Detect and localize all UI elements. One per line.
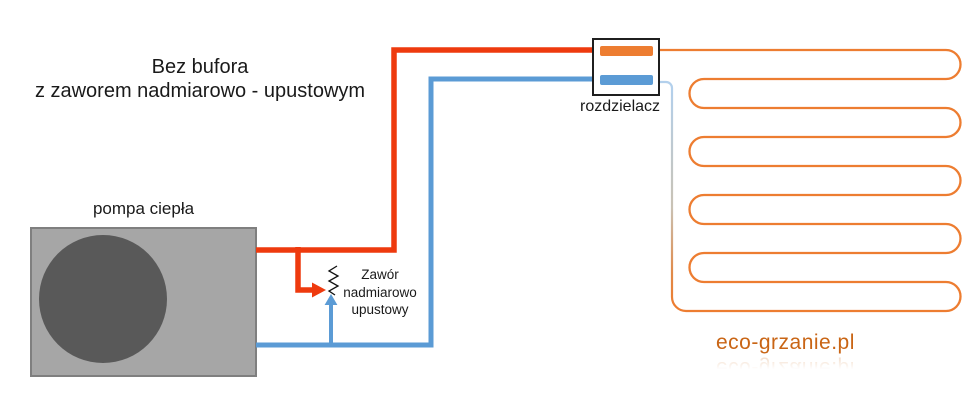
relief-valve-blue-arrowhead-icon <box>324 294 338 305</box>
manifold-supply-bar <box>600 46 653 56</box>
watermark-reflection: eco-grzanie.pl <box>716 357 855 380</box>
supply-pipe-red <box>256 47 593 253</box>
relief-valve-label-line-2: nadmiarowo <box>343 284 417 300</box>
relief-valve-label-line-1: Zawór <box>361 267 399 282</box>
relief-valve-branch-red <box>295 247 312 293</box>
manifold-return-bar <box>600 75 653 85</box>
watermark-logo: eco-grzanie.pl <box>716 331 855 354</box>
relief-valve-label-line-3: upustowy <box>351 302 409 317</box>
title-line-1: Bez bufora <box>151 56 249 78</box>
floor-heating-coil <box>658 48 962 313</box>
relief-valve-red-arrowhead-icon <box>312 282 326 298</box>
return-pipe-blue <box>256 76 593 348</box>
heat-pump-label: pompa ciepła <box>92 199 195 218</box>
manifold-box <box>592 38 660 96</box>
relief-valve-label: Zawór nadmiarowo upustowy <box>329 266 431 319</box>
manifold-label: rozdzielacz <box>579 98 661 115</box>
diagram-title: Bez bufora z zaworem nadmiarowo - upusto… <box>0 56 400 103</box>
relief-valve-spring-icon <box>327 265 340 296</box>
coil-return-line <box>657 80 687 313</box>
heat-pump-fan-circle <box>39 235 167 363</box>
title-line-2: z zaworem nadmiarowo - upustowym <box>34 79 366 102</box>
